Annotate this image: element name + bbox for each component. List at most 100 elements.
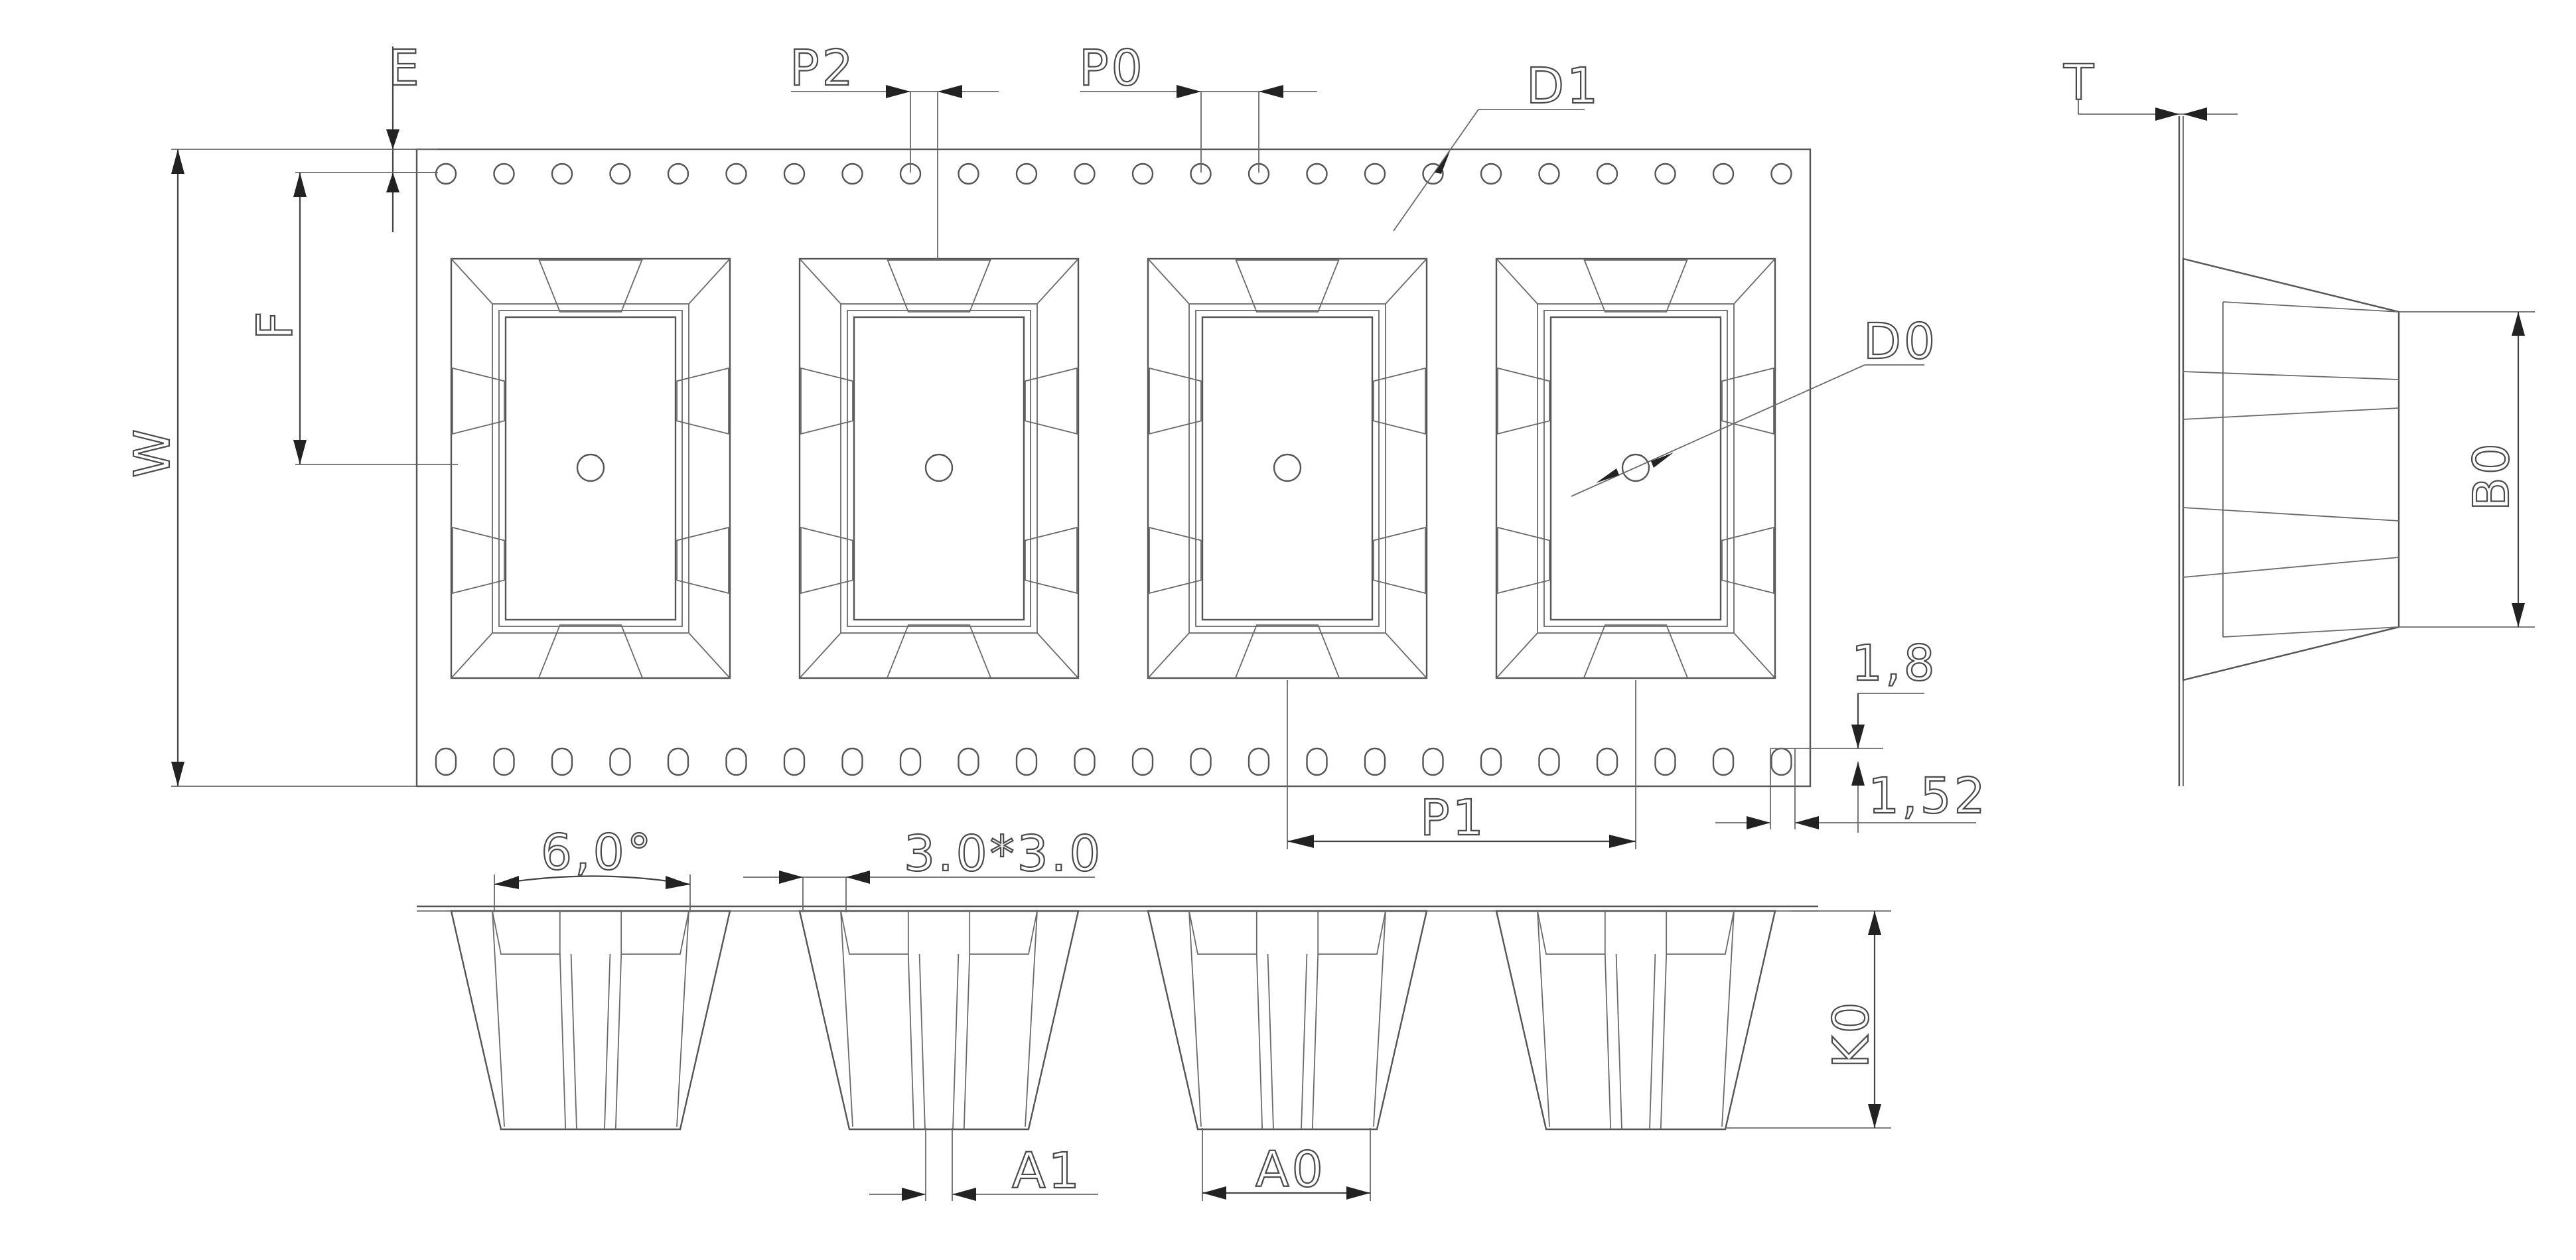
dimension-d0: D0 [1571, 313, 1938, 497]
label-p0: P0 [1079, 40, 1145, 97]
pocket-center-hole [576, 453, 605, 482]
label-angle: 6,0° [541, 824, 654, 881]
label-a0: A0 [1255, 1141, 1326, 1198]
dimension-p0: P0 [1078, 39, 1317, 173]
sprocket-hole [958, 747, 979, 776]
label-b0: B0 [2463, 441, 2520, 511]
side-view [2178, 116, 2400, 786]
sprocket-hole [725, 747, 747, 776]
dimension-1-8: 1,8 [1770, 634, 1938, 749]
dimension-p2: P2 [789, 39, 999, 259]
dimension-angle: 6,0° [494, 823, 691, 912]
sprocket-hole [1596, 163, 1618, 185]
tape-outline [415, 148, 1812, 788]
dimension-k0: K0 [1725, 910, 1891, 1129]
dimension-3x3: 3.0*3.0 [743, 825, 1103, 912]
dimension-d1: D1 [1393, 57, 1601, 232]
label-p2: P2 [790, 40, 856, 97]
sprocket-hole [725, 163, 747, 185]
sprocket-hole [1538, 747, 1560, 776]
label-d0: D0 [1863, 313, 1938, 370]
sprocket-hole [1306, 163, 1328, 185]
sprocket-hole [1712, 163, 1735, 185]
sprocket-hole [1364, 747, 1386, 776]
dimension-p1: P1 [1287, 680, 1636, 849]
sprocket-hole [1131, 747, 1154, 776]
dimension-1-52: 1,52 [1715, 748, 1988, 833]
sprocket-hole [609, 747, 631, 776]
dimension-b0: B0 [2399, 311, 2535, 628]
sprocket-holes-top [435, 163, 1792, 185]
pocket-section [1147, 910, 1428, 1131]
sprocket-hole [1538, 163, 1560, 185]
sprocket-hole [667, 163, 689, 185]
sprocket-hole [1364, 163, 1386, 185]
sprocket-hole [1015, 163, 1038, 185]
label-k0: K0 [1823, 999, 1880, 1068]
label-1-8: 1,8 [1851, 635, 1938, 692]
sprocket-hole [1015, 747, 1038, 776]
sprocket-hole [551, 747, 573, 776]
sprocket-hole [1248, 747, 1270, 776]
sprocket-hole [1190, 747, 1212, 776]
sprocket-hole [435, 163, 457, 185]
sprocket-hole [1306, 747, 1328, 776]
pocket-section [450, 910, 731, 1131]
pocket-center-hole [924, 453, 954, 482]
sprocket-hole [1480, 747, 1502, 776]
pocket-section [798, 910, 1080, 1131]
sprocket-hole [783, 163, 806, 185]
label-f: F [247, 309, 304, 340]
label-3x3: 3.0*3.0 [904, 825, 1103, 882]
label-p1: P1 [1420, 790, 1486, 847]
pocket [1495, 257, 1776, 679]
sprocket-hole [1131, 163, 1154, 185]
sprocket-hole [1422, 747, 1444, 776]
label-e: E [388, 40, 422, 97]
sprocket-hole [1654, 163, 1676, 185]
sprocket-hole [435, 747, 457, 776]
sprocket-holes-bottom [435, 747, 1792, 776]
dimension-e: E [386, 39, 438, 232]
front-section-view [417, 905, 1818, 1131]
sprocket-hole [1654, 747, 1676, 776]
dimension-t: T [2062, 54, 2238, 121]
label-t: T [2063, 54, 2096, 111]
sprocket-hole [783, 747, 806, 776]
sprocket-hole [609, 163, 631, 185]
sprocket-hole [493, 747, 515, 776]
pocket [1147, 257, 1428, 679]
sprocket-hole [551, 163, 573, 185]
sprocket-hole [1596, 747, 1618, 776]
pocket-section [1495, 910, 1776, 1131]
sprocket-hole [1074, 163, 1096, 185]
pockets-front-view [450, 910, 1776, 1131]
sprocket-hole [1422, 163, 1444, 185]
sprocket-hole [841, 747, 863, 776]
tape-top-view [415, 148, 1812, 788]
sprocket-hole [1074, 747, 1096, 776]
label-a1: A1 [1012, 1143, 1082, 1200]
dimension-a1: A1 [869, 1128, 1098, 1201]
pocket-center-hole [1621, 453, 1650, 482]
pocket [450, 257, 731, 679]
sprocket-hole [493, 163, 515, 185]
label-1-52: 1,52 [1868, 768, 1988, 825]
label-d1: D1 [1526, 58, 1601, 115]
label-w: W [124, 427, 181, 478]
dimension-w: W [123, 149, 417, 787]
sprocket-hole [1480, 163, 1502, 185]
dimension-a0: A0 [1202, 1128, 1371, 1201]
dimension-f: F [246, 172, 458, 465]
sprocket-hole [958, 163, 979, 185]
pocket [798, 257, 1080, 679]
sprocket-hole [667, 747, 689, 776]
sprocket-hole [1770, 163, 1792, 185]
sprocket-hole [841, 163, 863, 185]
sprocket-hole [1770, 747, 1792, 776]
sprocket-hole [899, 747, 922, 776]
sprocket-hole [1712, 747, 1735, 776]
pockets-top-view [450, 257, 1776, 679]
pocket-center-hole [1273, 453, 1302, 482]
